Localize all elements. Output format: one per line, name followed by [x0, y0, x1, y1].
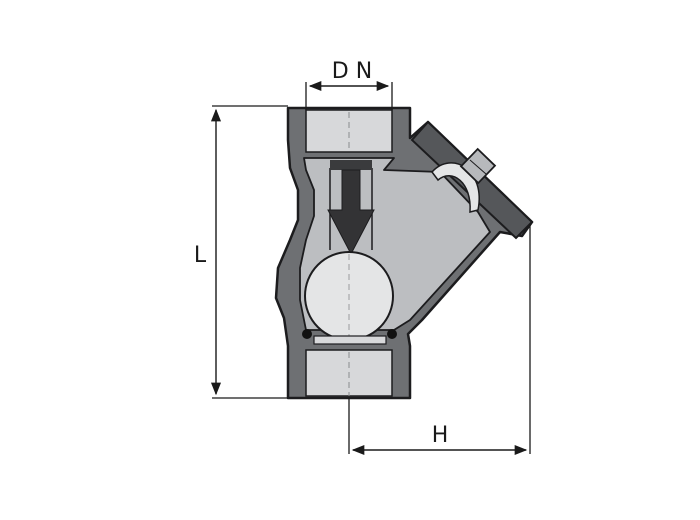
bonnet-spring-seat: [431, 162, 480, 213]
dim-h-label: H: [432, 423, 449, 448]
guide-cap: [330, 160, 372, 170]
seat-ring: [313, 335, 387, 345]
bonnet-nut: [459, 147, 497, 185]
seal-left: [302, 329, 312, 339]
dim-dn-label: D N: [332, 59, 372, 84]
bonnet-nut-detail: [469, 159, 487, 175]
flow-direction-arrow-icon: [327, 169, 375, 256]
dim-l-label: L: [194, 243, 207, 268]
seal-right: [387, 329, 397, 339]
